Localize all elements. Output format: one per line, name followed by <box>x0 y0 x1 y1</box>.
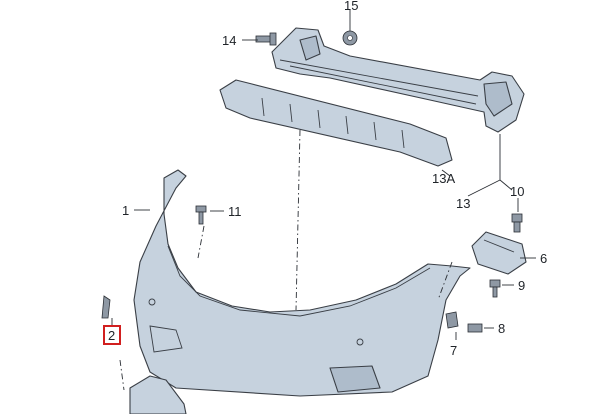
bolt-part-9[interactable] <box>489 279 501 298</box>
bolt-part-8[interactable] <box>467 323 483 333</box>
leader-13a <box>441 169 451 177</box>
screw-part-10[interactable] <box>511 213 523 233</box>
callout-13a[interactable]: 13A <box>432 171 455 186</box>
clip-part-2[interactable] <box>101 295 111 319</box>
callout-9[interactable]: 9 <box>518 278 525 293</box>
assembly-line-left <box>119 359 125 391</box>
callout-8[interactable]: 8 <box>498 321 505 336</box>
callout-7[interactable]: 7 <box>450 343 457 358</box>
nut-part-15[interactable] <box>342 30 358 46</box>
bolt-part-14[interactable] <box>255 32 277 46</box>
lower-trim-fragment[interactable] <box>129 375 187 414</box>
callout-2-highlight <box>103 325 121 345</box>
leader-13 <box>467 134 501 197</box>
callout-11[interactable]: 11 <box>228 204 242 219</box>
leader-13b <box>499 179 513 191</box>
callout-13[interactable]: 13 <box>456 196 470 211</box>
callout-6[interactable]: 6 <box>540 251 547 266</box>
callout-1[interactable]: 1 <box>122 203 129 218</box>
clip-part-7[interactable] <box>445 311 459 329</box>
assembly-line-center <box>295 129 301 311</box>
callout-15[interactable]: 15 <box>344 0 358 13</box>
callout-14[interactable]: 14 <box>222 33 236 48</box>
callout-2[interactable]: 2 <box>108 328 115 343</box>
bumper-carrier-part-13[interactable] <box>271 27 525 133</box>
screw-part-11[interactable] <box>195 205 207 225</box>
assembly-line-bolt <box>197 225 205 259</box>
energy-absorber-part-13a[interactable] <box>219 79 453 167</box>
callout-10[interactable]: 10 <box>510 184 524 199</box>
bumper-cover-part-1[interactable] <box>133 169 471 397</box>
bracket-part-6[interactable] <box>471 231 527 275</box>
